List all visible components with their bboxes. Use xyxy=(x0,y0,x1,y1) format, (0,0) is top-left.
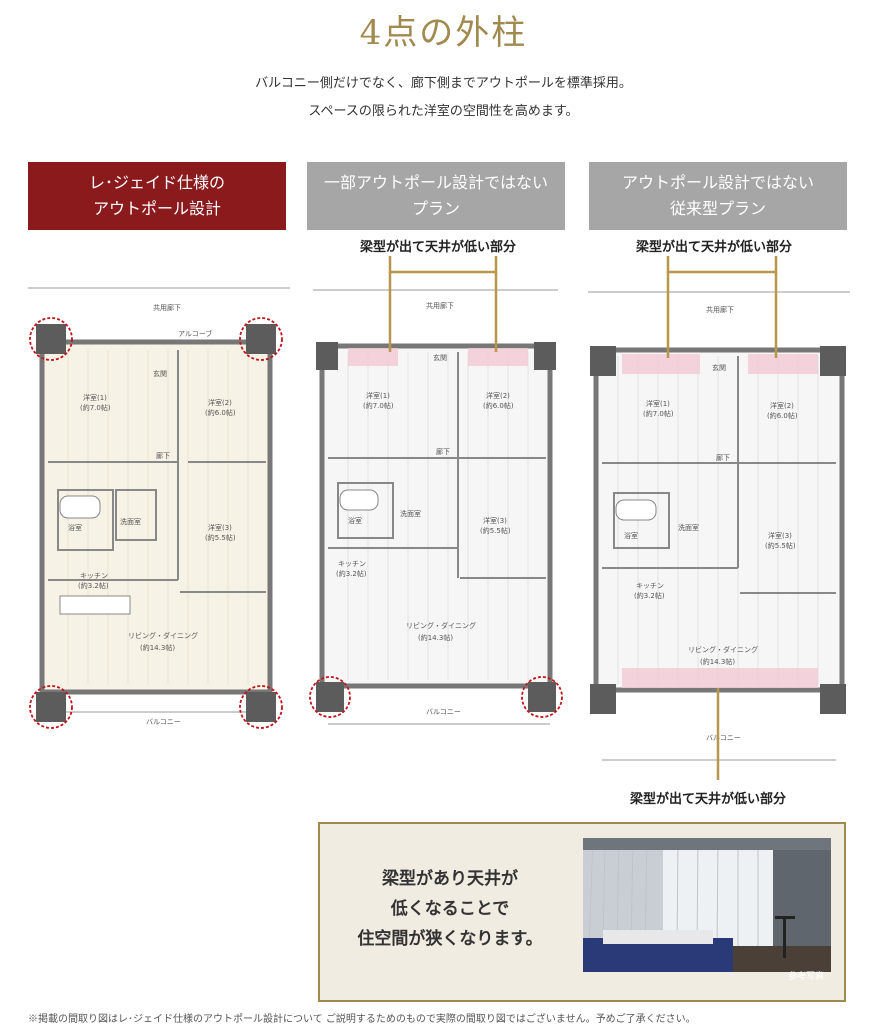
floor-plan-partial: 共用廊下 洋室(1) (約7.0帖) 洋室(2) (約6.0帖) 洋室(3) (… xyxy=(309,256,563,725)
room-bath: 浴室 xyxy=(348,516,362,525)
page-title: 4点の外柱 xyxy=(359,13,528,53)
pillar-icon xyxy=(528,682,556,712)
room-western2: 洋室(2) xyxy=(208,398,232,407)
room-western2: 洋室(2) xyxy=(486,391,510,400)
pillar-icon xyxy=(534,342,556,370)
room-bath: 浴室 xyxy=(624,531,638,540)
pillar-icon xyxy=(820,684,846,714)
room-western1: 洋室(1) xyxy=(646,399,670,408)
footnote: ※掲載の間取り図はレ･ジェイド仕様のアウトポール設計について ご説明するためのも… xyxy=(28,1014,696,1025)
room-entrance: 玄関 xyxy=(153,369,167,378)
room-living: リビング・ダイニング xyxy=(688,645,758,654)
corridor-label: 共用廊下 xyxy=(706,305,734,314)
room-western1: 洋室(1) xyxy=(366,391,390,400)
balcony-label: バルコニー xyxy=(146,718,181,726)
room-living: リビング・ダイニング xyxy=(128,631,198,640)
floor-plan-conventional: 共用廊下 洋室(1) (約7.0帖) 洋室(2) (約6.0帖) 洋室(3) (… xyxy=(588,256,850,780)
column-header-line: アウトポール設計ではない xyxy=(621,173,814,192)
room-kitchen-size: (約3.2帖) xyxy=(634,591,665,600)
room-western3-size: (約5.5帖) xyxy=(480,526,511,535)
room-kitchen: キッチン xyxy=(338,560,366,568)
room-washroom: 洗面室 xyxy=(678,523,699,532)
room-western3-size: (約5.5帖) xyxy=(765,541,796,550)
room-living: リビング・ダイニング xyxy=(406,621,476,630)
room-western3: 洋室(3) xyxy=(483,516,507,525)
beam-label-plan3-bottom: 梁型が出て天井が低い部分 xyxy=(630,792,787,807)
room-kitchen-size: (約3.2帖) xyxy=(78,581,109,590)
note-line: 梁型があり天井が xyxy=(382,869,518,889)
room-western2-size: (約6.0帖) xyxy=(205,408,236,417)
note-box: 梁型があり天井が 低くなることで 住空間が狭くなります。 参考写真 xyxy=(318,822,846,1002)
photo-caption: 参考写真 xyxy=(787,972,824,982)
note-line: 住空間が狭くなります。 xyxy=(357,929,543,949)
room-kitchen-size: (約3.2帖) xyxy=(336,569,367,578)
balcony-label: バルコニー xyxy=(706,734,741,742)
alcove-label: アルコーブ xyxy=(178,329,212,338)
lead-line-2: スペースの限られた洋室の空間性を高めます。 xyxy=(308,104,579,119)
room-western2: 洋室(2) xyxy=(770,401,794,410)
room-western1-size: (約7.0帖) xyxy=(80,403,111,412)
column-header-line: アウトポール設計 xyxy=(92,199,221,218)
note-text: 梁型があり天井が 低くなることで 住空間が狭くなります。 xyxy=(320,864,580,954)
pillar-icon xyxy=(36,692,66,722)
pillar-icon xyxy=(820,346,846,376)
note-line: 低くなることで xyxy=(390,899,510,919)
column-header-outpole: レ･ジェイド仕様の アウトポール設計 xyxy=(28,162,286,230)
pillar-icon xyxy=(316,682,344,712)
room-entrance: 玄関 xyxy=(433,353,447,362)
room-kitchen: キッチン xyxy=(80,572,108,580)
pillar-icon xyxy=(36,324,66,354)
room-western2-size: (約6.0帖) xyxy=(483,401,514,410)
column-header-conventional: アウトポール設計ではない 従来型プラン xyxy=(589,162,847,230)
room-western1: 洋室(1) xyxy=(83,393,107,402)
column-header-line: 一部アウトポール設計ではない xyxy=(323,173,548,192)
room-living-size: (約14.3帖) xyxy=(418,633,453,642)
balcony-label: バルコニー xyxy=(426,708,461,716)
floor-plan-outpole: 共用廊下 アルコーブ 洋室(1) (約7.0帖) 洋室(2) (約6.0帖) 洋… xyxy=(28,287,290,729)
room-washroom: 洗面室 xyxy=(400,509,421,518)
bedroom-photo xyxy=(583,838,831,972)
column-header-line: 従来型プラン xyxy=(669,199,766,218)
pillar-icon xyxy=(590,346,616,376)
beam-label-plan2: 梁型が出て天井が低い部分 xyxy=(360,240,517,255)
pillar-icon xyxy=(246,692,276,722)
pillar-icon xyxy=(590,684,616,714)
column-header-line: レ･ジェイド仕様の xyxy=(88,173,225,192)
room-western3-size: (約5.5帖) xyxy=(205,533,236,542)
room-washroom: 洗面室 xyxy=(120,517,141,526)
pillar-icon xyxy=(316,342,338,370)
room-entrance: 玄関 xyxy=(712,363,726,372)
room-kitchen: キッチン xyxy=(636,582,664,590)
room-living-size: (約14.3帖) xyxy=(700,657,735,666)
column-header-partial: 一部アウトポール設計ではない プラン xyxy=(307,162,565,230)
room-western1-size: (約7.0帖) xyxy=(643,409,674,418)
corridor-label: 共用廊下 xyxy=(426,301,454,310)
room-western3: 洋室(3) xyxy=(768,531,792,540)
corridor-label: 共用廊下 xyxy=(153,303,181,312)
lead-line-1: バルコニー側だけでなく、廊下側までアウトポールを標準採用。 xyxy=(255,76,632,91)
pillar-icon xyxy=(246,324,276,354)
room-hall: 廊下 xyxy=(716,453,730,462)
room-western1-size: (約7.0帖) xyxy=(363,401,394,410)
column-header-line: プラン xyxy=(411,199,460,218)
beam-label-plan3-top: 梁型が出て天井が低い部分 xyxy=(636,240,793,255)
room-western2-size: (約6.0帖) xyxy=(767,411,798,420)
room-western3: 洋室(3) xyxy=(208,523,232,532)
room-living-size: (約14.3帖) xyxy=(140,643,175,652)
room-hall: 廊下 xyxy=(156,451,170,460)
room-bath: 浴室 xyxy=(68,523,82,532)
room-hall: 廊下 xyxy=(436,447,450,456)
